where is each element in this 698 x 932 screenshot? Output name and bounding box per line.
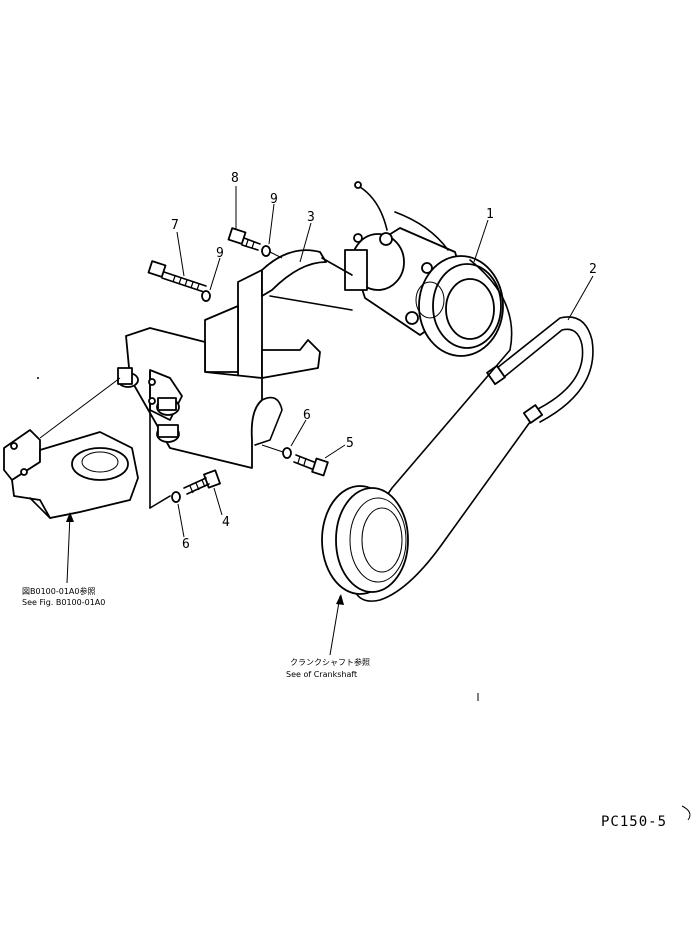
callout-6b: 6 xyxy=(182,537,190,552)
v-belt xyxy=(486,316,594,424)
washer-6b xyxy=(171,491,181,503)
bolt-8 xyxy=(227,227,261,251)
crank-ref-en: See of Crankshaft xyxy=(286,670,357,679)
crank-ref-jp: クランクシャフト参照 xyxy=(290,657,370,667)
washer-9b xyxy=(261,245,271,257)
callout-8: 8 xyxy=(231,171,239,186)
callout-4: 4 xyxy=(222,515,230,530)
callout-9b: 9 xyxy=(270,192,278,207)
callout-2: 2 xyxy=(589,262,597,277)
callout-7: 7 xyxy=(171,218,179,233)
bracket-ref-jp: 図B0100-01A0参照 xyxy=(22,586,95,596)
washer-6a xyxy=(282,447,292,459)
callout-9a: 9 xyxy=(216,246,224,261)
engine-mount-bracket xyxy=(3,377,139,519)
callout-3: 3 xyxy=(307,210,315,225)
crank-pulley xyxy=(321,485,409,595)
bolt-7 xyxy=(147,260,207,293)
bolt-4 xyxy=(183,469,221,495)
bolt-5 xyxy=(293,454,329,477)
model-code: PC150-5 xyxy=(601,814,667,830)
mounting-plate xyxy=(117,327,283,509)
callout-1: 1 xyxy=(486,207,494,222)
compressor-part xyxy=(344,181,504,357)
callout-6a: 6 xyxy=(303,408,311,423)
callout-5: 5 xyxy=(346,436,354,451)
washer-9a xyxy=(201,290,211,302)
compressor-bracket xyxy=(204,249,353,379)
bracket-ref-en: See Fig. B0100-01A0 xyxy=(22,598,105,607)
leader-lines xyxy=(66,186,594,656)
